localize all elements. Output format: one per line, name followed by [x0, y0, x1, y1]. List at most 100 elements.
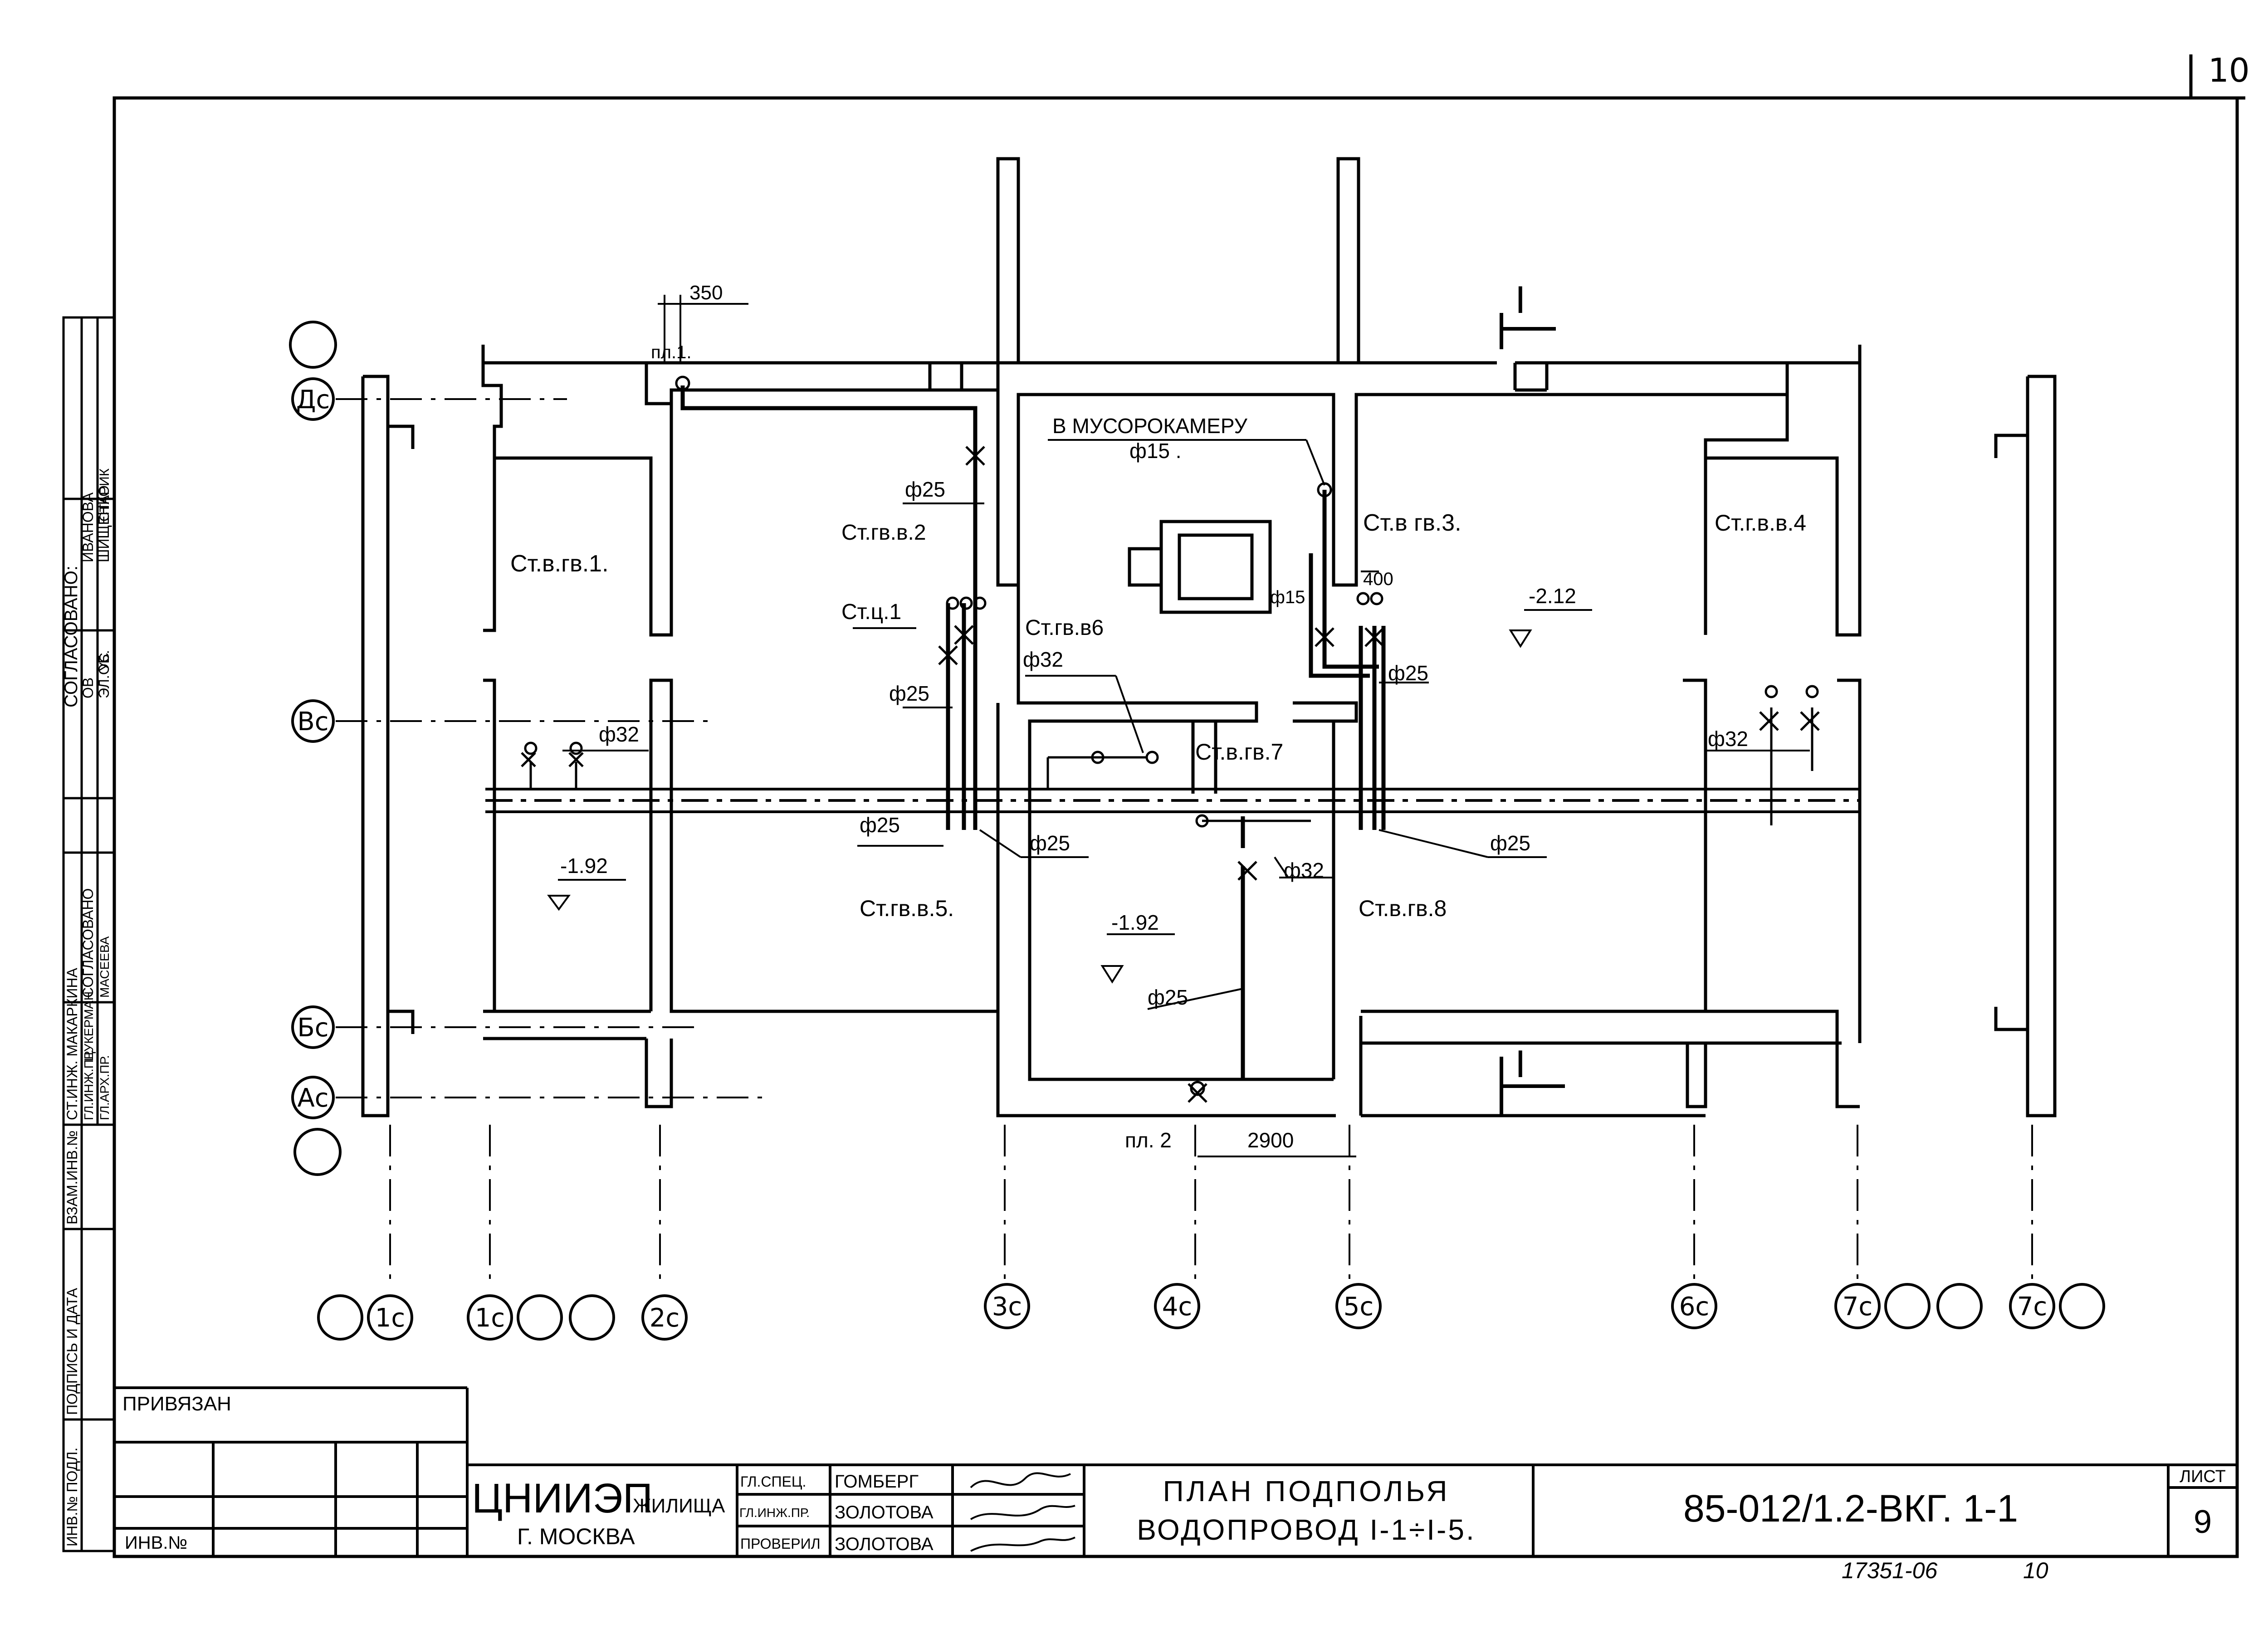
axis-bubble [1671, 1283, 1717, 1329]
approval-dept: ЭЛ.ОБ. [96, 650, 112, 698]
diameter-label: ф32 [1284, 858, 1324, 882]
level-label: -2.12 [1529, 584, 1576, 608]
walls [361, 157, 2057, 1117]
axis-bubble [2009, 1283, 2055, 1329]
approval-block: СОГЛАСОВАНО: ОВ ИВАНОВА ЭЛ.ОБ. ШИЩЕНКО У… [61, 316, 116, 1552]
axis-bubble [291, 1076, 335, 1119]
original-inv: ИНВ.№ ПОДЛ. [64, 1448, 80, 1546]
axis-label: Вс [297, 707, 328, 737]
chief-engineer: СТ.ИНЖ. МАКАРКИНА [64, 968, 80, 1120]
axis-bubble [641, 1294, 688, 1341]
corner-page-number: 10 [2208, 51, 2250, 89]
city-label: Г. МОСКВА [517, 1524, 635, 1549]
inv-label: ИНВ.№ [125, 1533, 187, 1553]
axis-label: 7с [1843, 1292, 1872, 1322]
level-label: -1.92 [560, 854, 608, 878]
dimension-label: 350 [689, 282, 723, 304]
axis-label: Бс [297, 1013, 328, 1043]
diameter-label: ф32 [1708, 727, 1748, 751]
axis-bubble [291, 699, 335, 743]
approval-name: МАСЕЕВА [98, 936, 112, 998]
axis-label: Ас [297, 1083, 328, 1113]
axis-bubble-empty [1884, 1283, 1931, 1329]
sheet-label: ЛИСТ [2180, 1467, 2226, 1486]
approval-name: СТАРИК [97, 468, 112, 522]
sheet-number: 9 [2194, 1504, 2212, 1540]
diameter-label: ф25 [860, 813, 900, 837]
riser-label: Ст.гв.в.5. [860, 896, 954, 921]
organization-suffix: ЖИЛИЩА [633, 1495, 725, 1517]
axis-label: Дс [296, 385, 330, 415]
approval-title: СОГЛАСОВАНО: [61, 566, 81, 707]
axis-bubble-empty [289, 321, 337, 369]
axis-label: 1с [375, 1303, 405, 1333]
approval-name: ЦУКЕРМАН [82, 991, 96, 1061]
approval-name: ИВАНОВА [80, 492, 96, 562]
axis-bubble-empty [569, 1294, 615, 1341]
drawing-frame [112, 54, 2245, 1558]
axis-label: 6с [1679, 1292, 1709, 1322]
riser-label: Ст.г.в.в.4 [1715, 510, 1806, 536]
riser-label: Ст.в.гв.1. [510, 551, 609, 577]
section-marks [1500, 313, 1565, 1116]
axis-bubble [984, 1283, 1030, 1329]
signature [970, 1472, 1075, 1552]
axis-bubble-empty [2059, 1283, 2105, 1329]
pipe-fittings [521, 376, 1820, 1103]
approval-dept: УС [97, 653, 112, 671]
diameter-label: ф25 [1030, 831, 1070, 855]
diameter-label: ф25 [1148, 985, 1188, 1009]
diameter-label: ф15 [1270, 587, 1305, 607]
archive-number: 17351-06 [1842, 1558, 1937, 1583]
diameter-label: ф32 [1023, 648, 1063, 671]
drawing-code: 85-012/1.2-ВКГ. 1-1 [1683, 1487, 2018, 1530]
axis-lines [336, 398, 2033, 1279]
riser-label: Ст.ц.1 [841, 600, 901, 624]
axis-label: 4с [1162, 1292, 1192, 1322]
staff-name: ЗОЛОТОВА [835, 1502, 934, 1522]
title-block: ПРИВЯЗАН ИНВ.№ ЦНИИЭП ЖИЛИЩА Г. МОСКВА Г… [114, 1386, 2237, 1583]
axis-bubble [367, 1294, 413, 1341]
tied-label: ПРИВЯЗАН [122, 1393, 231, 1415]
riser-labels: Ст.в.гв.1. Ст.гв.в.2 Ст.ц.1 Ст.гв.в6 Ст.… [510, 510, 1806, 921]
axis-bubble [1335, 1283, 1382, 1329]
dimension-label: 2900 [1247, 1128, 1294, 1152]
axis-bubble-empty [1936, 1283, 1983, 1329]
diameter-label: ф15 . [1129, 439, 1182, 463]
input-label: пл.1. [651, 342, 691, 362]
replacement-inv: ВЗАМ.ИНВ.№ [64, 1131, 80, 1224]
axis-label: 1с [475, 1303, 505, 1333]
riser-label: Ст.в.гв.8 [1359, 896, 1447, 921]
axis-bubble [1154, 1283, 1200, 1329]
axis-label: 2с [650, 1303, 679, 1333]
staff-role: ГЛ.СПЕЦ. [740, 1473, 806, 1490]
section-mark-label: I [1515, 279, 1526, 322]
axis-bubble-empty [517, 1294, 563, 1341]
riser-label: Ст.гв.в6 [1025, 616, 1104, 640]
archive-page: 10 [2023, 1558, 2048, 1583]
corridor-main [485, 788, 1860, 813]
approval-title-2: СОГЛАСОВАНО [80, 888, 96, 998]
riser-label: Ст.в гв.3. [1363, 510, 1461, 536]
staff-name: ЗОЛОТОВА [835, 1534, 934, 1554]
axis-label: 7с [2017, 1292, 2047, 1322]
axis-label: 5с [1344, 1292, 1374, 1322]
level-label: -1.92 [1111, 911, 1159, 934]
input-label: пл. 2 [1125, 1128, 1172, 1152]
section-mark-label: I [1515, 1044, 1526, 1086]
diameter-label: ф25 [889, 682, 929, 705]
axis-label: 3с [992, 1292, 1022, 1322]
row-axis-bubbles: Дс Вс Бс Ас [289, 321, 342, 1176]
axis-bubble [291, 1005, 335, 1049]
water-pipes [680, 385, 1386, 1079]
approval-dept: ГЛ.ИНЖ.ПР. [82, 1050, 96, 1120]
staff-role: ПРОВЕРИЛ [740, 1536, 821, 1552]
pipe-diameter-labels: ф25 ф25 ф32 ф32 ф25 ф25 ф25 ф25 ф32 ф32 … [599, 439, 1748, 1009]
axis-bubble-empty [317, 1294, 363, 1341]
garbage-chute-note: В МУСОРОКАМЕРУ [1052, 414, 1248, 438]
approval-dept: ОВ [80, 678, 96, 698]
axis-bubble [291, 377, 335, 421]
riser-label: Ст.гв.в.2 [841, 521, 926, 545]
axis-bubble [467, 1294, 513, 1341]
